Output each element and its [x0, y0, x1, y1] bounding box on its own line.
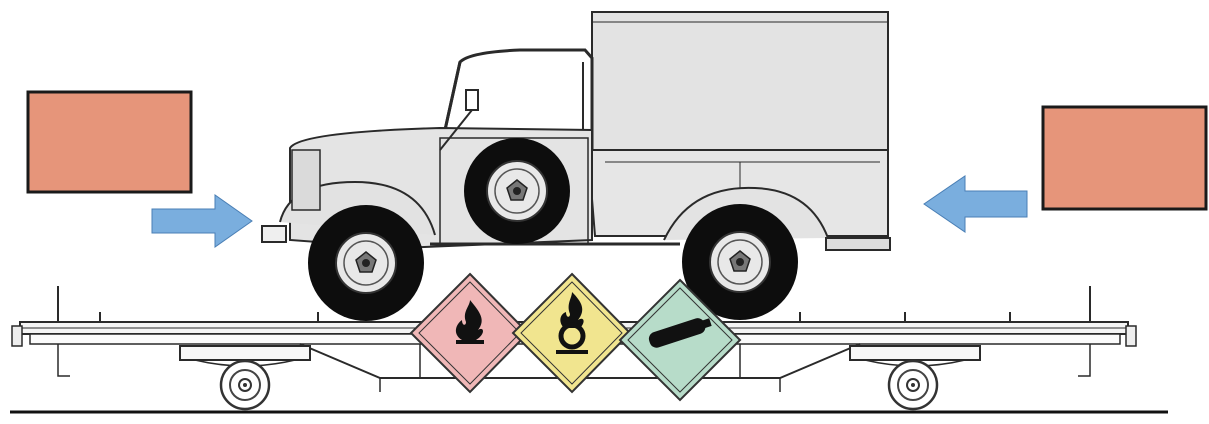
right-crate — [1043, 107, 1206, 209]
arrow-left-icon — [924, 176, 1027, 232]
rail-wheel-left — [221, 361, 269, 409]
front-wheel — [308, 205, 424, 321]
left-crate — [28, 92, 191, 192]
placard-flammable — [411, 274, 528, 392]
arrow-right-icon — [152, 195, 252, 247]
placard-oxidizing — [513, 274, 630, 392]
rail-wheel-right — [889, 361, 937, 409]
spare-wheel — [464, 138, 570, 244]
